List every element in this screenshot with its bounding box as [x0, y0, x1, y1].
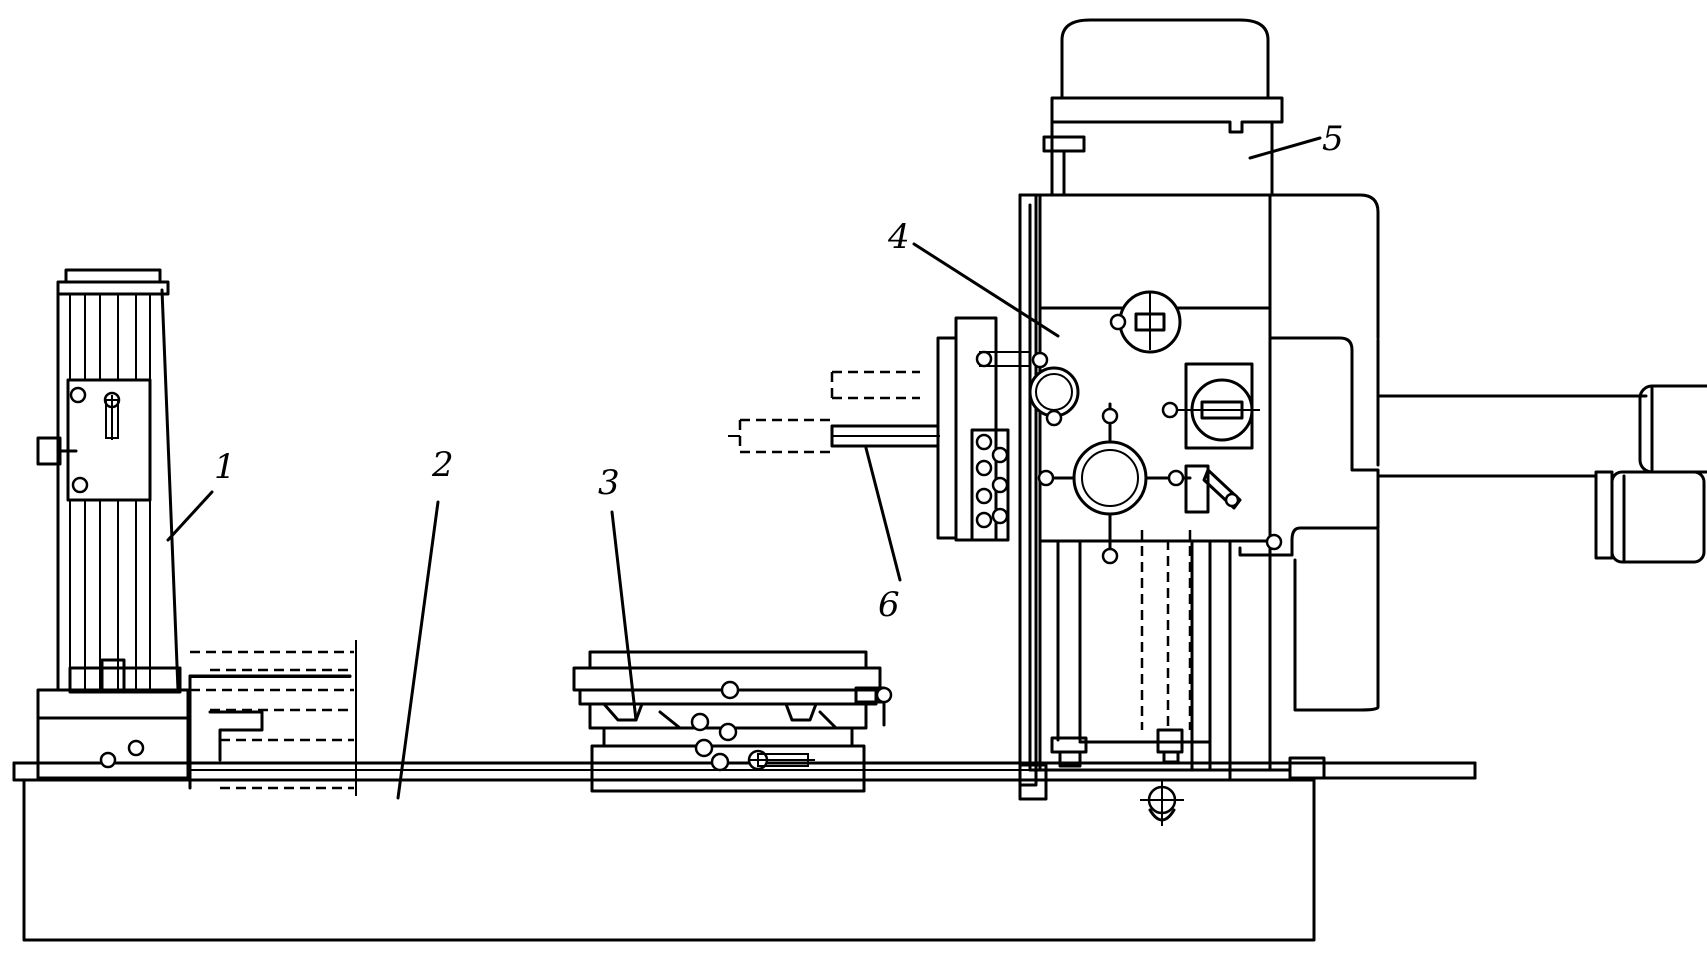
label-5: 5 [1322, 119, 1344, 159]
leader-lines [166, 136, 1322, 800]
spindle-head [728, 290, 1283, 565]
cross-table [572, 650, 893, 793]
rear-support-column [36, 268, 357, 796]
label-2: 2 [431, 445, 454, 485]
label-4: 4 [887, 217, 910, 257]
main-column [1018, 18, 1707, 826]
part-labels: 1 2 3 4 5 6 [214, 119, 1344, 625]
label-1: 1 [214, 447, 236, 487]
label-3: 3 [598, 463, 620, 503]
label-6: 6 [878, 585, 900, 625]
